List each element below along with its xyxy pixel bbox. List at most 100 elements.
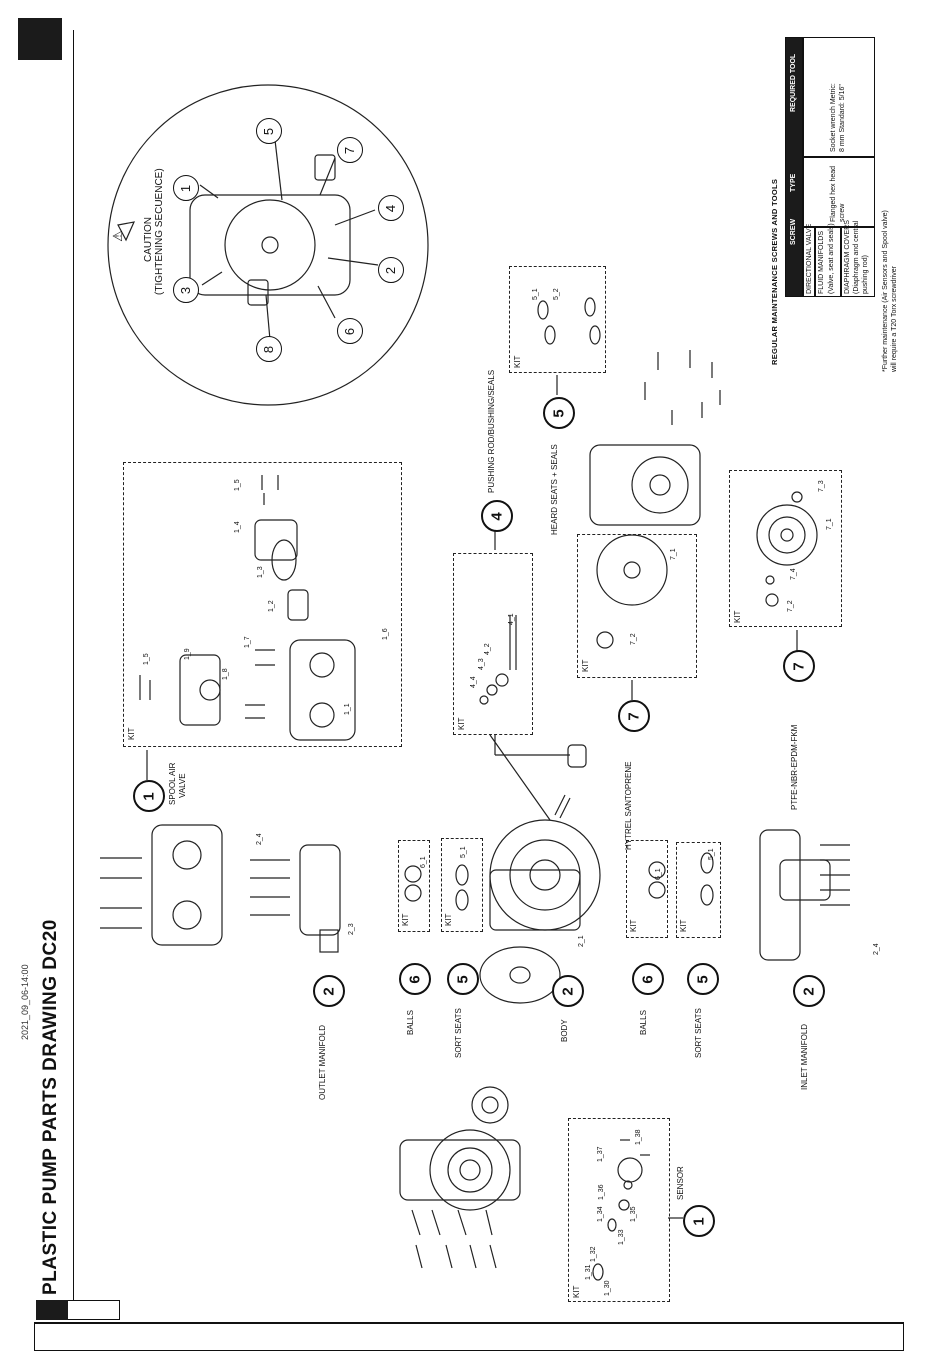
part-2-4-outlet: 2_4 xyxy=(256,833,263,845)
tool-line-2: 8 mm Standard: 5/16" xyxy=(839,84,846,152)
part-1-5-lower: 1_5 xyxy=(143,653,150,665)
part-1-34: 1_34 xyxy=(597,1206,604,1222)
ball-drawing xyxy=(404,884,422,902)
callout-hytrel: 7 xyxy=(618,700,650,732)
callout-sort-seats-top: 5 xyxy=(447,963,479,995)
label-balls-bottom: BALLS xyxy=(639,1010,648,1035)
part-1-35: 1_35 xyxy=(630,1206,637,1222)
sort-seats-kit-box-top xyxy=(441,838,483,932)
label-sensor: SENSOR xyxy=(676,1166,685,1200)
seq-2: 2 xyxy=(378,257,404,283)
tool-line-1: Socket wrench Metric: xyxy=(830,83,837,152)
inlet-manifold-drawing xyxy=(759,829,850,961)
maintenance-note-2: will require a T20 Torx screwdriver xyxy=(891,266,898,372)
page-tab-marker xyxy=(18,18,62,60)
part-1-38: 1_38 xyxy=(635,1129,642,1145)
label-balls-top: BALLS xyxy=(406,1010,415,1035)
maintenance-note-1: *Further maintenance (Air Sensors and Sp… xyxy=(882,210,889,372)
part-1-8: 1_8 xyxy=(222,668,229,680)
seq-5: 5 xyxy=(256,118,282,144)
part-1-7: 1_7 xyxy=(244,636,251,648)
balls-kit-box-bottom xyxy=(626,840,668,938)
caution-circle-drawing xyxy=(107,84,429,406)
col-screw: SCREW xyxy=(790,218,797,245)
callout-sensor: 1 xyxy=(683,1205,715,1237)
callout-spool-air-valve: 1 xyxy=(133,780,165,812)
label-heard-seats: HEARD SEATS + SEALS xyxy=(550,444,559,535)
seq-7: 7 xyxy=(337,137,363,163)
sensor-screws-drawing xyxy=(411,1209,497,1269)
hytrel-diaphragm-drawing xyxy=(596,534,668,649)
part-4-4: 4_4 xyxy=(470,676,477,688)
seq-4: 4 xyxy=(378,195,404,221)
sensor-kit-parts-drawing xyxy=(592,1139,650,1281)
caution-subtext: (TIGHTENING SECUENCE) xyxy=(154,168,165,295)
part-1-30: 1_30 xyxy=(604,1280,611,1296)
callout-balls-top: 6 xyxy=(399,963,431,995)
part-7-4-ptfe: 7_4 xyxy=(790,568,797,580)
part-4-3: 4_3 xyxy=(478,658,485,670)
callout-sort-seats-bottom: 5 xyxy=(687,963,719,995)
callout-heard-seats: 5 xyxy=(543,397,575,429)
part-2-3: 2_3 xyxy=(348,923,355,935)
part-4-1: 4_1 xyxy=(508,613,515,625)
row-fluid-manifolds: FLUID MANIFOLDS xyxy=(818,230,825,294)
hytrel-kit-box xyxy=(577,534,697,678)
ptfe-kit-box xyxy=(729,470,842,627)
part-5-1-bottom: 5_1 xyxy=(708,848,715,860)
seq-6: 6 xyxy=(337,318,363,344)
col-required-tool: REQUIRED TOOL xyxy=(790,53,797,112)
maintenance-header-row xyxy=(785,37,803,297)
seat-rings-drawing xyxy=(537,297,601,345)
part-1-31: 1_31 xyxy=(585,1264,592,1280)
sensor-kit-box xyxy=(568,1118,670,1302)
caution-text: CAUTION xyxy=(143,217,154,262)
part-1-33: 1_33 xyxy=(618,1229,625,1245)
tool-cell xyxy=(803,37,875,157)
part-7-3-ptfe: 7_3 xyxy=(818,480,825,492)
heard-seats-kit-box xyxy=(509,266,606,373)
pump-body-drawing xyxy=(479,744,601,1004)
part-1-9: 1_9 xyxy=(184,648,191,660)
pushing-rod-kit-label: KIT xyxy=(457,717,466,730)
part-7-2-hytrel: 7_2 xyxy=(630,633,637,645)
hytrel-kit-label: KIT xyxy=(581,659,590,672)
ptfe-diaphragm-drawing xyxy=(756,491,818,607)
sort-seats-kit-box-bottom xyxy=(676,842,721,938)
type-cell xyxy=(803,157,875,227)
pushing-rod-kit-box xyxy=(453,553,533,735)
part-1-37: 1_37 xyxy=(597,1146,604,1162)
maintenance-title: REGULAR MAINTENANCE SCREWS AND TOOLS xyxy=(770,178,779,365)
row-diaphragm-sub1: (Diaphragm and central xyxy=(853,220,860,294)
part-5-1-top: 5_1 xyxy=(460,846,467,858)
balls-kit-label-bottom: KIT xyxy=(629,919,638,932)
row-diaphragm-sub2: pushing rod) xyxy=(862,255,869,294)
screw-row-3 xyxy=(841,227,875,297)
balls-kit-box-top xyxy=(398,840,430,932)
part-6-1-top: 6_1 xyxy=(420,856,427,868)
row-diaphragm-covers: DIAPHRAGM COVERS xyxy=(844,220,851,294)
part-7-1-ptfe: 7_1 xyxy=(826,518,833,530)
callout-balls-bottom: 6 xyxy=(632,963,664,995)
seq-1: 1 xyxy=(173,175,199,201)
sensor-kit-label: KIT xyxy=(572,1285,581,1298)
spool-valve-kit-box xyxy=(123,462,402,747)
part-1-5-upper: 1_5 xyxy=(234,479,241,491)
part-2-1: 2_1 xyxy=(578,935,585,947)
caution-warning-icon: ⚠ xyxy=(109,230,125,242)
part-1-36: 1_36 xyxy=(598,1184,605,1200)
label-outlet-manifold: OUTLET MANIFOLD xyxy=(318,1025,327,1100)
sort-seats-kit-label-bottom: KIT xyxy=(679,919,688,932)
col-type: TYPE xyxy=(790,173,797,192)
row-fluid-manifolds-sub: (Valve, seat and seals) xyxy=(828,223,835,294)
label-ptfe: PTFE-NBR-EPDM-FKM xyxy=(790,724,799,810)
callout-outlet-manifold: 2 xyxy=(313,975,345,1007)
callout-body: 2 xyxy=(552,975,584,1007)
part-1-2: 1_2 xyxy=(268,600,275,612)
label-hytrel: HYTREL SANTOPRENE xyxy=(624,761,633,850)
label-spool-air-valve-2: VALVE xyxy=(178,773,187,798)
part-5-2-heard: 5_2 xyxy=(553,288,560,300)
label-spool-air-valve-1: SPOOL AIR xyxy=(168,762,177,805)
label-sort-seats-top: SORT SEATS xyxy=(454,1008,463,1058)
ptfe-kit-label: KIT xyxy=(733,610,742,623)
